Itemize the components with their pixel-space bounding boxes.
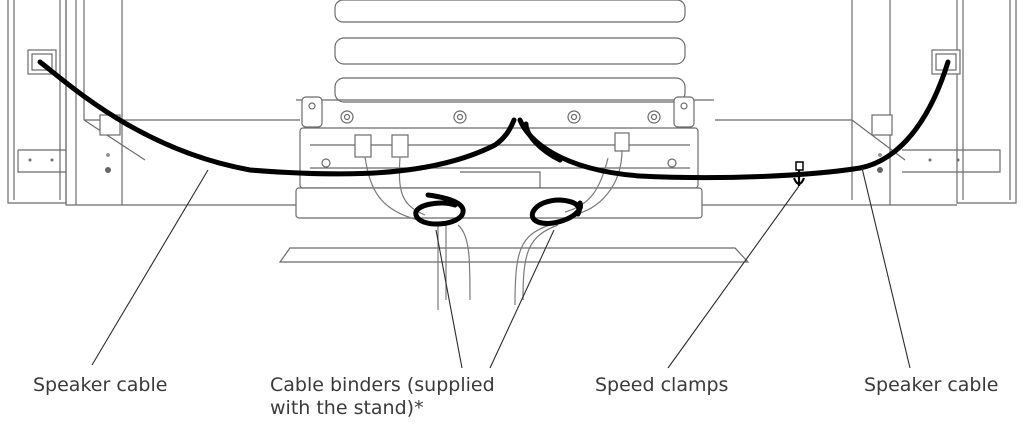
leader-speaker-cable-right (861, 167, 911, 369)
speaker-cable-center-line (517, 59, 951, 181)
leader-speaker-cable-left (91, 169, 209, 366)
speaker-cable-center-branch (523, 121, 563, 163)
signal-wires (364, 149, 623, 310)
leader-cable-binder-1 (435, 229, 463, 369)
right-speaker (902, 0, 1017, 204)
display-rear (65, 0, 957, 263)
cable-binders-label-line2: with the stand)* (270, 397, 424, 419)
cable-binders (413, 192, 583, 227)
speaker-cable-left-label: Speaker cable (33, 374, 168, 396)
speed-clamp (792, 161, 806, 186)
speed-clamps-label: Speed clamps (595, 374, 729, 396)
left-speaker (7, 0, 67, 204)
speaker-cable-right-label: Speaker cable (864, 374, 999, 396)
leader-speed-clamp (667, 185, 800, 369)
cable-binders-label-line1: Cable binders (supplied (270, 374, 495, 396)
speaker-cable-left-line (37, 59, 517, 177)
leader-cable-binder-2 (489, 229, 555, 369)
